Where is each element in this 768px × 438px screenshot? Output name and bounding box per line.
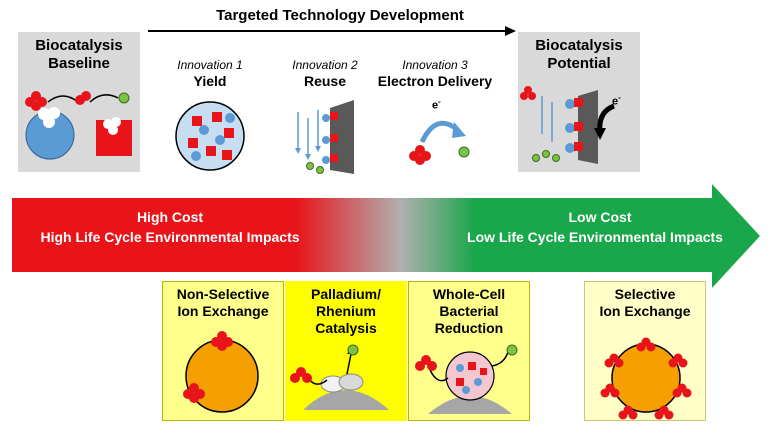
innovation-3-number: Innovation 3 — [402, 58, 468, 72]
innovation-3-label: Electron Delivery — [377, 73, 493, 89]
tech-palladium-catalyst-icon — [290, 344, 389, 410]
cost-left-line2: High Life Cycle Environmental Impacts — [40, 229, 300, 245]
tech-wholecell-line2: Bacterial — [439, 303, 499, 319]
innovation-3-electron-symbol: e- — [432, 97, 441, 112]
tech-selective-resin-icon — [600, 337, 692, 420]
potential-title-line1: Biocatalysis — [535, 37, 623, 54]
cost-left-line1: High Cost — [136, 209, 204, 225]
innovation-2-number: Innovation 2 — [292, 58, 358, 72]
tech-selective-line2: Ion Exchange — [599, 303, 691, 319]
innovation-1-label: Yield — [193, 73, 227, 89]
header-arrow — [148, 26, 516, 36]
innovation-1-number: Innovation 1 — [177, 58, 243, 72]
tech-nonselective-line2: Ion Exchange — [177, 303, 269, 319]
potential-title-line2: Potential — [547, 55, 611, 72]
innovation-1-yield-icon — [175, 101, 245, 171]
baseline-title-line2: Baseline — [48, 55, 110, 72]
baseline-title-line1: Biocatalysis — [35, 37, 123, 54]
innovation-2-label: Reuse — [303, 73, 347, 89]
tech-nonselective-line1: Non-Selective — [176, 286, 270, 302]
tech-nonselective-resin-icon — [183, 331, 259, 413]
tech-palladium-line1: Palladium/ — [310, 286, 382, 302]
baseline-illustration — [25, 91, 132, 160]
potential-illustration — [520, 86, 616, 164]
innovation-3-electron-icon — [409, 120, 470, 165]
cost-right-line1: Low Cost — [568, 209, 632, 225]
tech-wholecell-line1: Whole-Cell — [432, 286, 506, 302]
potential-electron-symbol: e- — [612, 93, 621, 108]
tech-selective-line1: Selective — [614, 286, 676, 302]
tech-palladium-line3: Catalysis — [315, 320, 377, 336]
tech-palladium-line2: Rhenium — [316, 303, 376, 319]
cost-right-line2: Low Life Cycle Environmental Impacts — [467, 229, 723, 245]
tech-wholecell-line3: Reduction — [434, 320, 504, 336]
tech-wholecell-cell-icon — [415, 344, 518, 414]
header-title: Targeted Technology Development — [216, 7, 464, 24]
innovation-2-reuse-icon — [295, 100, 354, 174]
